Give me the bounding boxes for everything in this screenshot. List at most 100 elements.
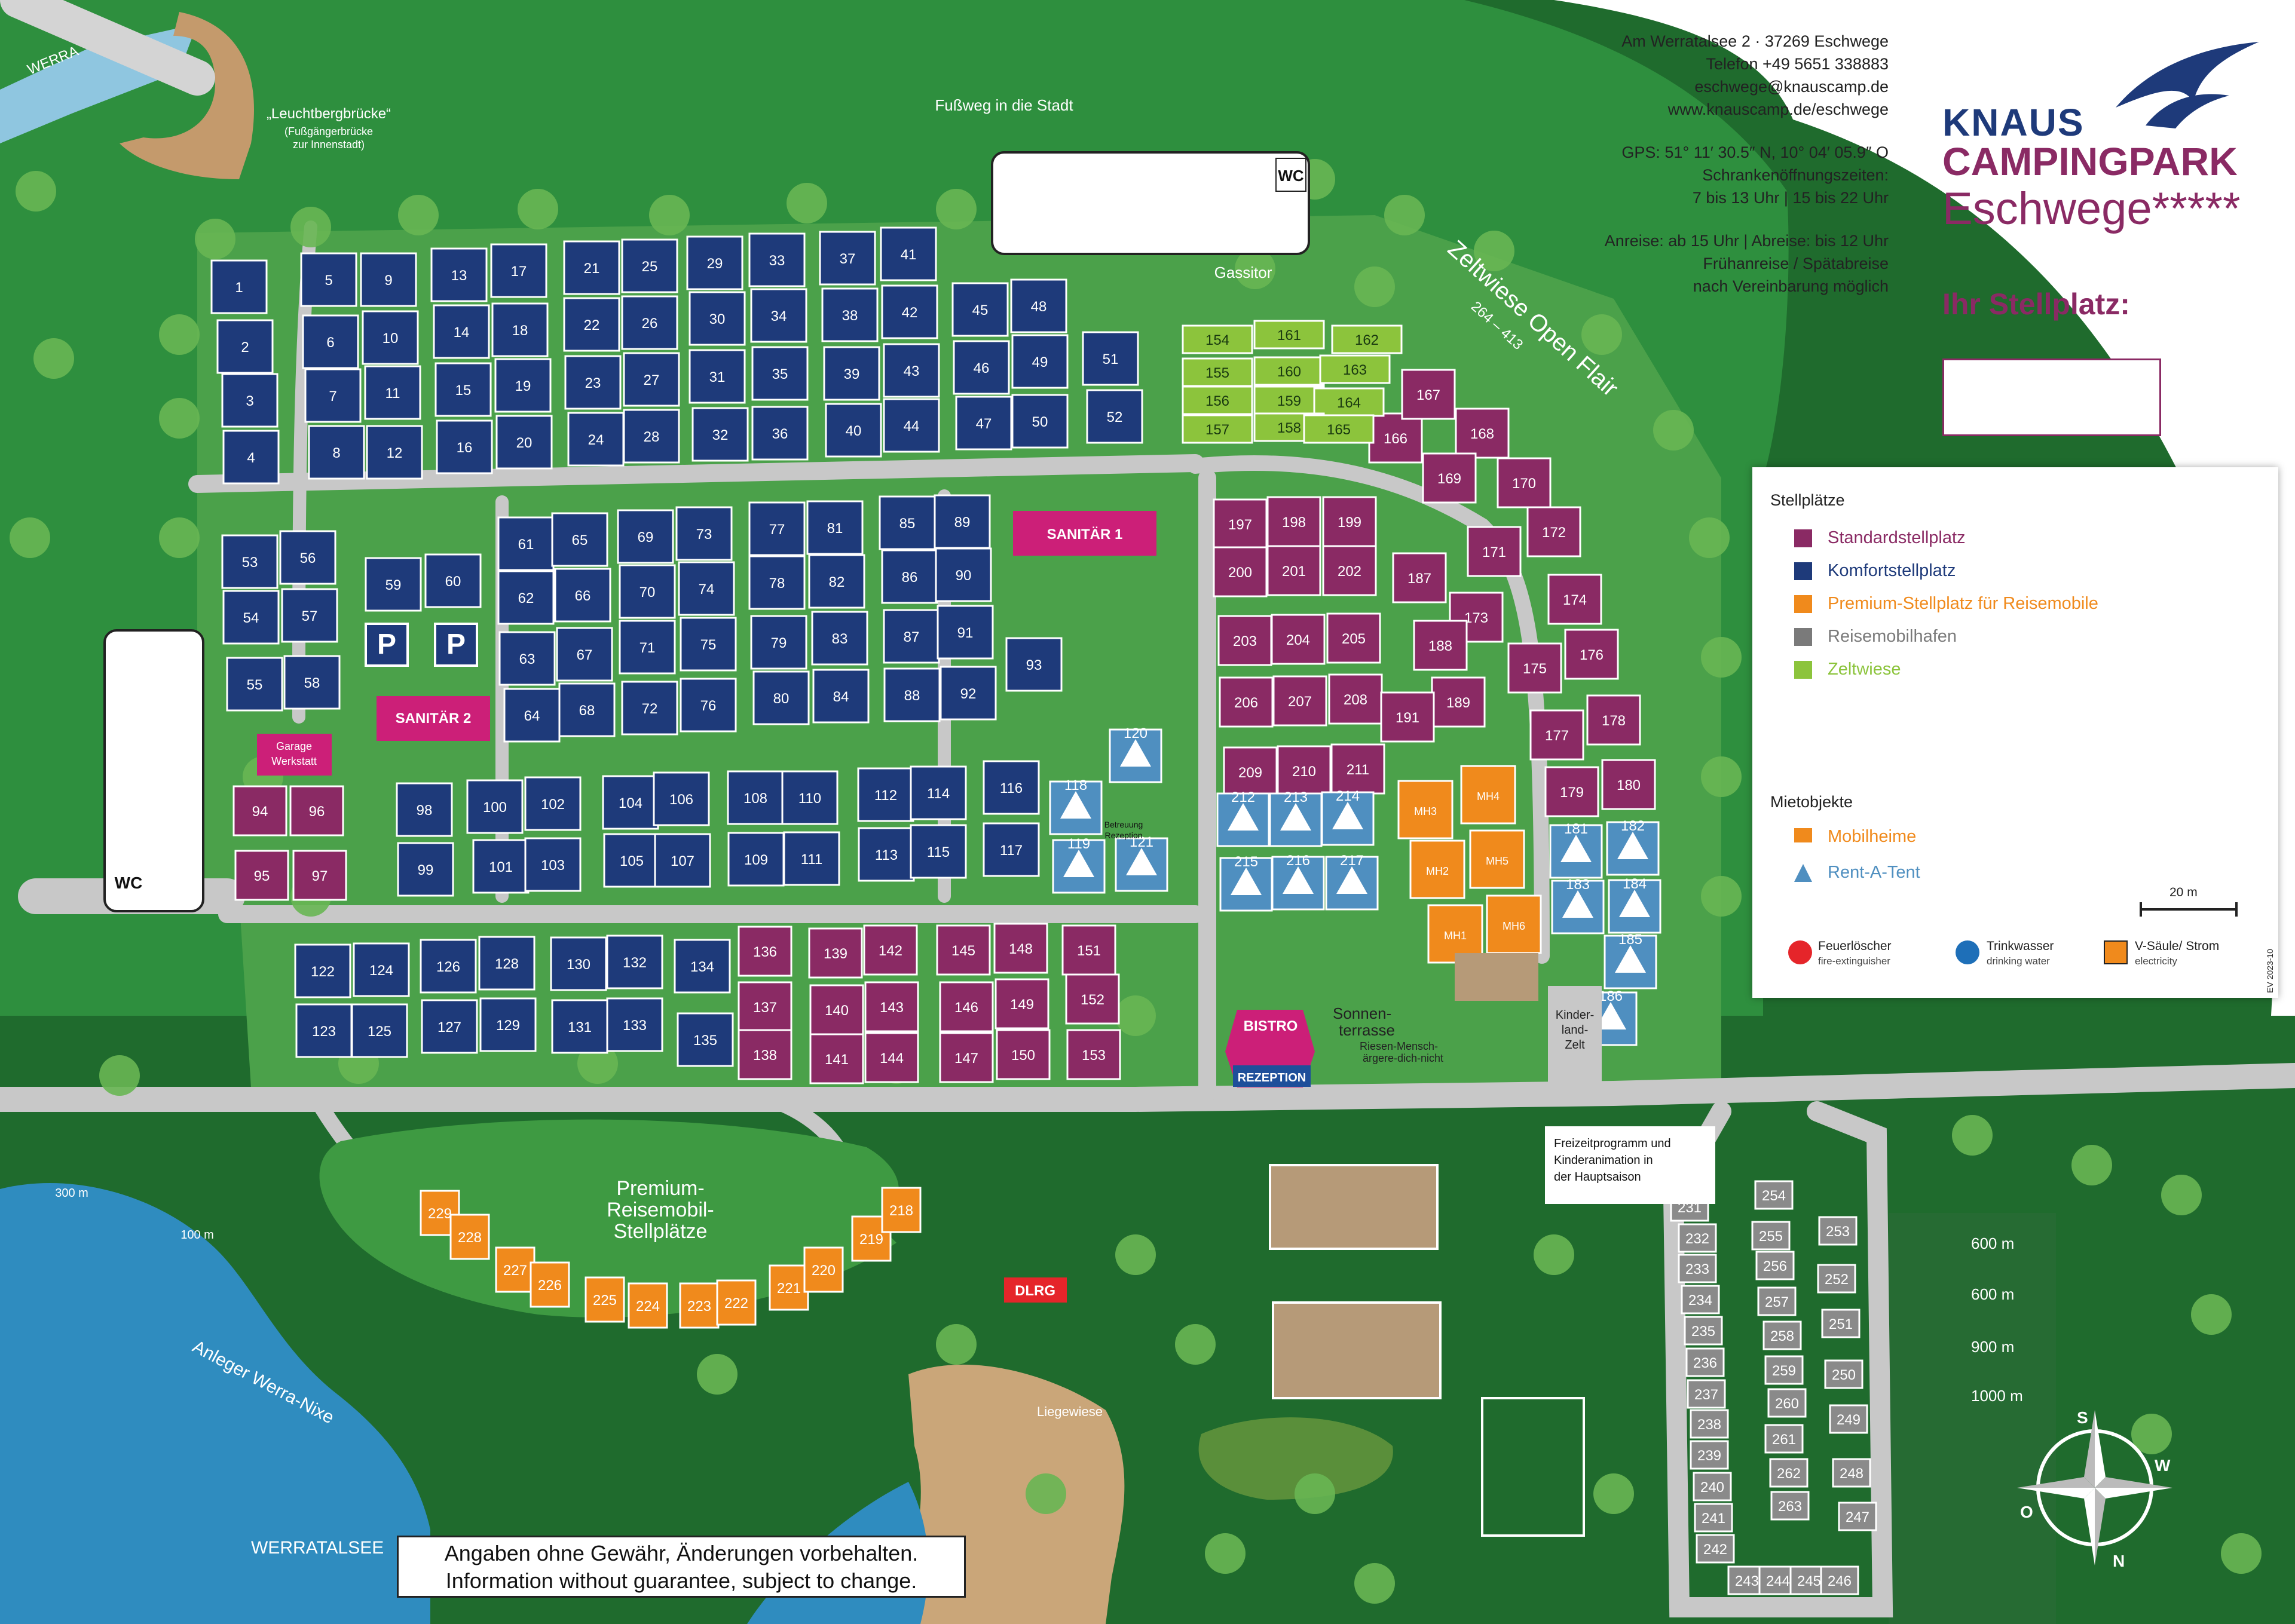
pitch-label: 198: [1282, 514, 1306, 531]
sanitaer-2-building: [377, 696, 490, 741]
pitch-12: 12: [366, 425, 423, 480]
pitch-label: 101: [489, 859, 513, 875]
contact-info: Am Werratalsee 2 · 37269 Eschwege Telefo…: [1530, 30, 1889, 298]
pitch-plot-102: [524, 776, 582, 831]
pitch-label: 102: [541, 796, 565, 813]
pitch-5: 5: [300, 252, 357, 307]
website[interactable]: www.knauscamp.de/eschwege: [1667, 100, 1889, 118]
pitch-29: 29: [686, 235, 743, 290]
pitch-plot-40: [825, 403, 882, 458]
pitch-plot-100: [466, 779, 524, 834]
pitch-label: 260: [1775, 1396, 1799, 1412]
pitch-plot-207: [1272, 675, 1327, 727]
pitch-94: 94: [232, 785, 287, 836]
pitch-263: 263: [1770, 1491, 1810, 1521]
pitch-plot-29: [686, 235, 743, 290]
email[interactable]: eschwege@knauscamp.de: [1694, 78, 1889, 96]
pitch-plot-76: [680, 678, 737, 733]
pitch-label: 118: [1064, 777, 1087, 793]
pitch-label: 111: [801, 851, 822, 868]
pitch-228: 228: [449, 1214, 490, 1260]
pitch-plot-31: [688, 349, 746, 404]
pitch-label: 228: [458, 1230, 482, 1246]
buildings: [257, 511, 1602, 1087]
pitch-label: MH3: [1414, 805, 1437, 817]
pitch-217: 217: [1325, 853, 1379, 911]
pitch-label: 29: [707, 256, 723, 272]
pitch-123: 123: [295, 1003, 353, 1058]
pitch-plot-263: [1770, 1491, 1810, 1521]
mobilheim-icon: [1794, 828, 1812, 842]
pitch-plot-13: [430, 247, 488, 302]
pitch-plot-44: [883, 398, 940, 453]
pitch-label: 256: [1763, 1258, 1787, 1274]
pitch-plot-134: [674, 939, 731, 994]
pitch-plot-83: [811, 611, 868, 666]
pitch-label: 220: [812, 1263, 836, 1279]
pitch-16: 16: [436, 419, 493, 474]
compass-s: S: [2077, 1408, 2088, 1427]
pitch-126: 126: [420, 939, 477, 994]
pitch-plot-35: [751, 346, 809, 401]
pitch-189: 189: [1431, 676, 1486, 728]
pitch-21: 21: [563, 240, 620, 295]
pitch-label: 61: [518, 537, 534, 553]
pitch-label: 32: [712, 427, 729, 443]
pitch-plot-141: [809, 1033, 864, 1084]
pitch-label: 188: [1428, 638, 1452, 654]
pitch-40: 40: [825, 403, 882, 458]
pitch-128: 128: [478, 936, 536, 991]
pitch-plot-176: [1564, 629, 1619, 680]
pitch-84: 84: [812, 669, 870, 724]
pitch-MH4: MH4: [1460, 765, 1516, 825]
tree: [1384, 195, 1425, 235]
freizeit-2: Kinderanimation in: [1554, 1154, 1653, 1167]
pitch-74: 74: [678, 561, 735, 616]
pitch-label: 208: [1344, 692, 1367, 708]
compass-rose: S W O N: [2017, 1408, 2172, 1570]
pitch-240: 240: [1693, 1472, 1732, 1502]
pitch-200: 200: [1213, 546, 1268, 597]
pitch-plot-255: [1751, 1221, 1791, 1251]
pitch-152: 152: [1065, 973, 1120, 1025]
pitch-MH2: MH2: [1409, 839, 1465, 899]
pitch-262: 262: [1769, 1458, 1809, 1488]
pitch-label: 253: [1826, 1224, 1850, 1240]
pitch-label: 242: [1703, 1542, 1727, 1558]
pitch-plot-101: [472, 839, 530, 894]
pitch-22: 22: [563, 297, 620, 352]
pitch-257: 257: [1757, 1286, 1797, 1316]
pitch-plot-204: [1271, 614, 1326, 665]
kinderland-zelt: [1548, 986, 1602, 1087]
pitch-plot-34: [750, 288, 807, 343]
pitch-plot-36: [751, 406, 809, 461]
pitch-label: 11: [385, 385, 400, 402]
pitch-plot-53: [221, 534, 279, 589]
pitch-255: 255: [1751, 1221, 1791, 1251]
pitch-169: 169: [1422, 452, 1477, 504]
bridge: [120, 12, 254, 179]
pitch-label: 237: [1694, 1387, 1718, 1403]
pitch-plot-150: [996, 1029, 1051, 1080]
pitch-label: 3: [246, 393, 253, 409]
pitch-label: 38: [842, 308, 858, 324]
pitch-19: 19: [494, 358, 552, 413]
pitch-label: 182: [1621, 818, 1645, 834]
legend-pitches-title: Stellplätze: [1770, 491, 1845, 509]
pitch-plot-198: [1266, 496, 1321, 547]
pitch-label: 177: [1545, 728, 1569, 744]
tree: [1534, 1234, 1574, 1275]
pitch-plot-130: [550, 936, 607, 991]
pitch-plot-19: [494, 358, 552, 413]
tree: [1026, 1473, 1066, 1514]
pitch-177: 177: [1529, 709, 1584, 761]
pitch-plot-135: [677, 1012, 734, 1067]
pitch-label: 204: [1286, 632, 1310, 648]
pitch-93: 93: [1005, 637, 1063, 692]
pitch-plot-47: [955, 396, 1012, 451]
pitch-label: 21: [584, 261, 600, 277]
pitch-60: 60: [424, 553, 482, 608]
scale-label: 20 m: [2169, 885, 2198, 899]
pitch-59: 59: [365, 557, 422, 612]
pitch-label: 140: [825, 1003, 849, 1019]
